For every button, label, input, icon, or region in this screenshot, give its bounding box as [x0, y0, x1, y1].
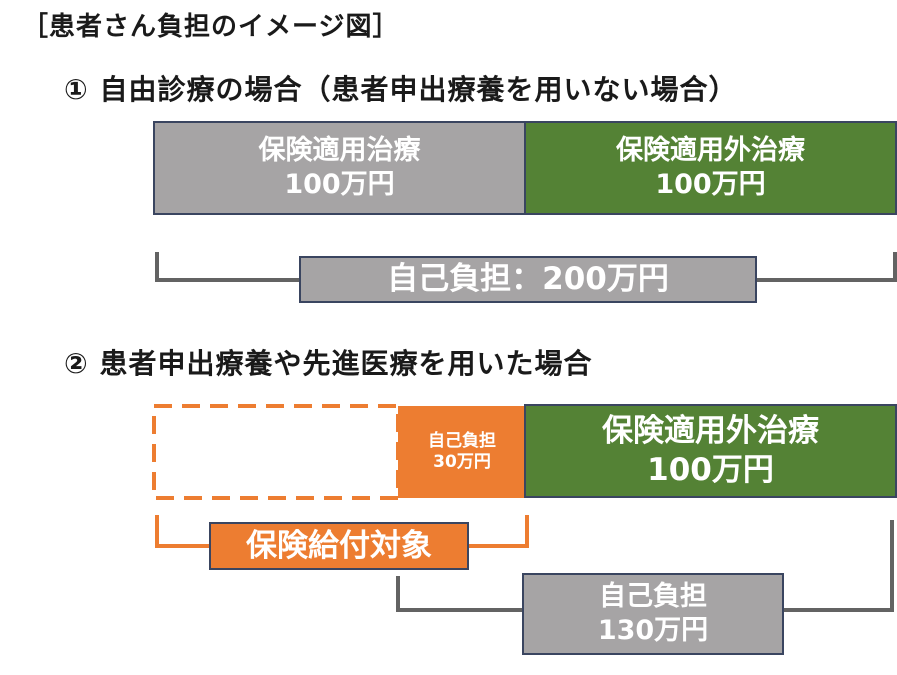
uninsured-treatment-amount: 100万円: [655, 169, 766, 200]
self-pay-bracket-bottom-left: [396, 608, 526, 612]
insurance-coverage-label: 保険給付対象: [246, 527, 432, 564]
copay-amount: 30万円: [433, 452, 491, 472]
insured-treatment-amount: 100万円: [284, 169, 395, 200]
insurance-coverage-box: 保険給付対象: [209, 522, 469, 570]
uninsured-treatment-amount-2: 100万円: [647, 452, 774, 488]
uninsured-treatment-label: 保険適用外治療: [616, 135, 805, 167]
uninsured-treatment-label-2: 保険適用外治療: [602, 413, 819, 450]
total-self-pay-box: 自己負担：200万円: [299, 256, 757, 303]
insured-treatment-label: 保険適用治療: [258, 135, 421, 167]
section1-title: ① 自由診療の場合（患者申出療養を用いない場合）: [64, 73, 738, 106]
self-pay-label: 自己負担: [599, 581, 707, 613]
insured-portion-dashed-outline: [152, 404, 400, 500]
insured-treatment-box: 保険適用治療 100万円: [153, 121, 526, 215]
uninsured-treatment-box: 保険適用外治療 100万円: [524, 121, 897, 215]
self-pay-box: 自己負担 130万円: [522, 573, 784, 655]
self-pay-bracket-bottom-right: [780, 608, 894, 612]
page-title: ［患者さん負担のイメージ図］: [22, 12, 400, 42]
self-pay-bracket-right: [890, 520, 894, 612]
copay-box: 自己負担 30万円: [398, 406, 526, 498]
self-pay-amount: 130万円: [597, 615, 709, 646]
total-self-pay-label: 自己負担：200万円: [387, 261, 669, 298]
self-pay-bracket-left: [396, 576, 400, 612]
copay-label: 自己負担: [428, 430, 496, 451]
section2-title: ② 患者申出療養や先進医療を用いた場合: [64, 347, 593, 380]
uninsured-treatment-box-2: 保険適用外治療 100万円: [524, 404, 897, 498]
